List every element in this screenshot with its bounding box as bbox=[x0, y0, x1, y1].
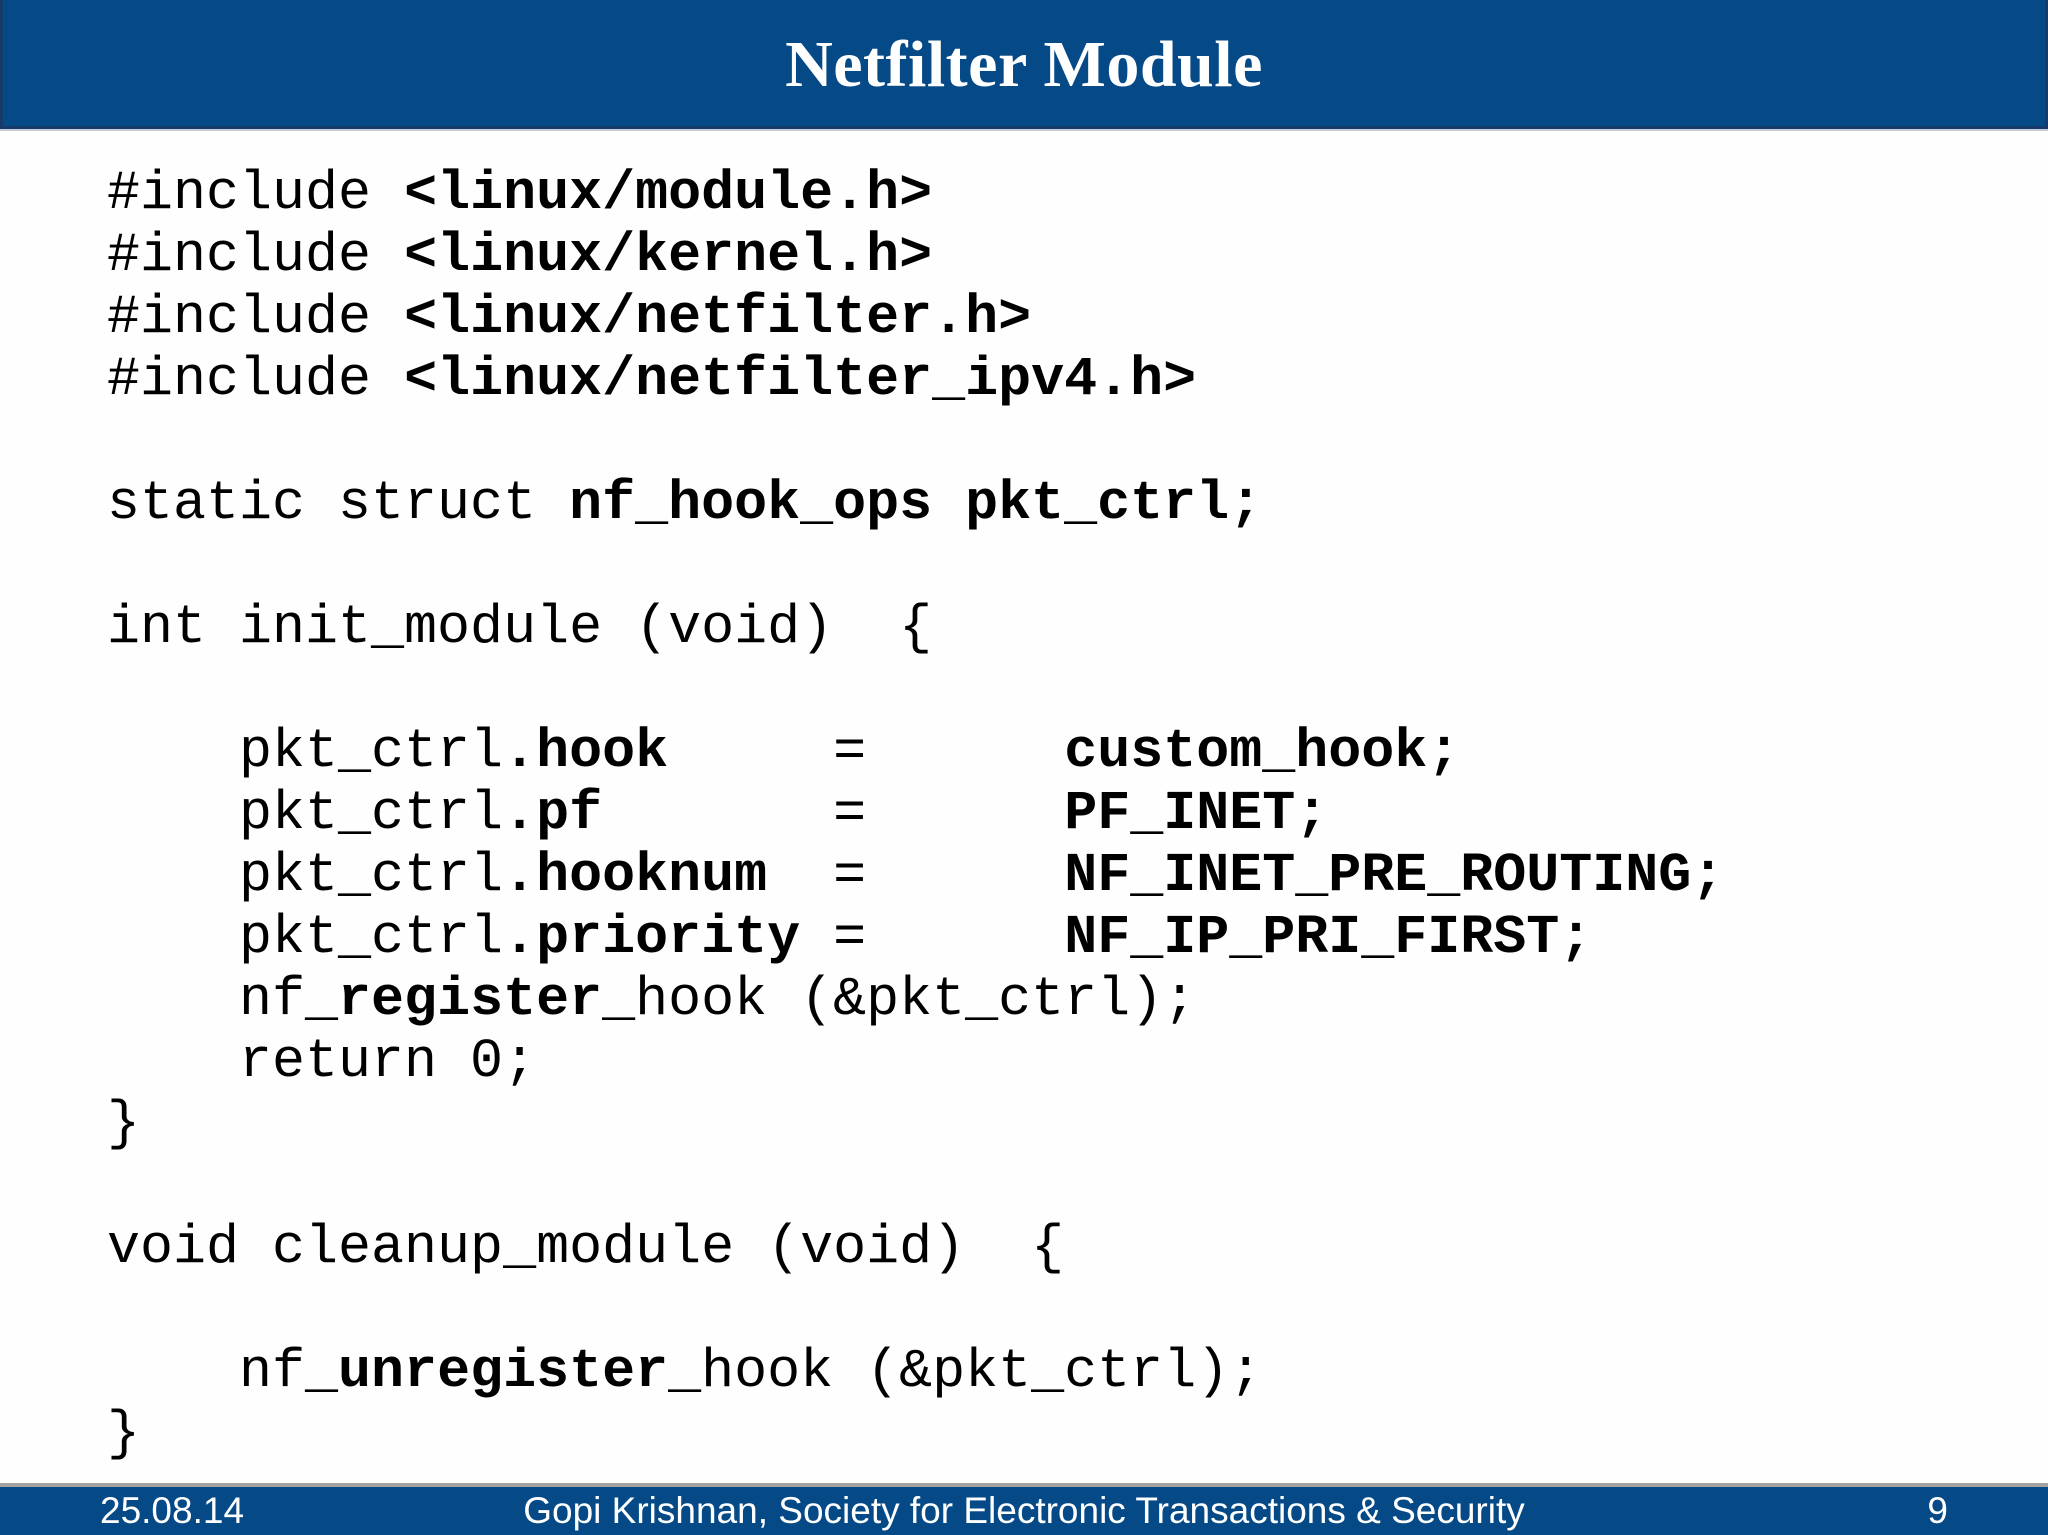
code-segment: = bbox=[767, 844, 1065, 907]
code-segment: } bbox=[107, 1402, 141, 1465]
code-segment: #include bbox=[107, 348, 405, 411]
code-segment-bold: PF_INET; bbox=[1064, 782, 1329, 845]
code-segment: = bbox=[668, 720, 1065, 783]
code-segment: return 0; bbox=[107, 1030, 537, 1093]
code-line: nf_register_hook (&pkt_ctrl); bbox=[107, 969, 1724, 1031]
code-line: pkt_ctrl.pf = PF_INET; bbox=[107, 783, 1724, 845]
footer-bar: 25.08.14 Gopi Krishnan, Society for Elec… bbox=[0, 1487, 2048, 1535]
code-line: #include <linux/module.h> bbox=[107, 163, 1724, 225]
footer-credit: Gopi Krishnan, Society for Electronic Tr… bbox=[523, 1490, 1525, 1531]
code-segment-bold: register bbox=[338, 968, 603, 1031]
code-line bbox=[107, 659, 1724, 721]
code-segment: pkt_ctrl bbox=[107, 782, 504, 845]
code-segment: #include bbox=[107, 162, 405, 225]
code-segment: nf_ bbox=[107, 968, 339, 1031]
code-line: #include <linux/kernel.h> bbox=[107, 225, 1724, 287]
code-segment-bold: <linux/kernel.h> bbox=[404, 224, 933, 287]
code-segment: pkt_ctrl bbox=[107, 906, 504, 969]
code-segment-bold: custom_hook; bbox=[1064, 720, 1461, 783]
code-line: int init_module (void) { bbox=[107, 597, 1724, 659]
code-line bbox=[107, 1279, 1724, 1341]
code-segment: nf_ bbox=[107, 1340, 339, 1403]
code-segment-bold: .hooknum bbox=[503, 844, 768, 907]
footer-divider bbox=[0, 1483, 2048, 1487]
code-segment-bold: .priority bbox=[503, 906, 801, 969]
code-segment: _hook (&pkt_ctrl); bbox=[668, 1340, 1263, 1403]
code-line: #include <linux/netfilter.h> bbox=[107, 287, 1724, 349]
code-line: pkt_ctrl.hooknum = NF_INET_PRE_ROUTING; bbox=[107, 845, 1724, 907]
code-segment-bold: <linux/module.h> bbox=[404, 162, 933, 225]
code-line bbox=[107, 1155, 1724, 1217]
title-bar: Netfilter Module bbox=[0, 0, 2048, 131]
code-segment: #include bbox=[107, 224, 405, 287]
code-segment-bold: <linux/netfilter.h> bbox=[404, 286, 1032, 349]
code-segment-bold: NF_IP_PRI_FIRST; bbox=[1064, 906, 1593, 969]
code-segment: int init_module (void) { bbox=[107, 596, 933, 659]
code-line bbox=[107, 411, 1724, 473]
code-line bbox=[107, 535, 1724, 597]
code-segment: #include bbox=[107, 286, 405, 349]
code-segment: void cleanup_module (void) { bbox=[107, 1216, 1065, 1279]
code-line: nf_unregister_hook (&pkt_ctrl); bbox=[107, 1341, 1724, 1403]
code-segment: = bbox=[602, 782, 1065, 845]
code-segment-bold: nf_hook_ops pkt_ctrl; bbox=[569, 472, 1263, 535]
code-line: void cleanup_module (void) { bbox=[107, 1217, 1724, 1279]
code-segment: _hook (&pkt_ctrl); bbox=[602, 968, 1197, 1031]
footer-date: 25.08.14 bbox=[100, 1490, 245, 1531]
slide-content: #include <linux/module.h>#include <linux… bbox=[0, 131, 2048, 1483]
code-segment: = bbox=[800, 906, 1065, 969]
code-line: static struct nf_hook_ops pkt_ctrl; bbox=[107, 473, 1724, 535]
slide-title: Netfilter Module bbox=[785, 27, 1263, 101]
code-segment: } bbox=[107, 1092, 141, 1155]
code-segment: pkt_ctrl bbox=[107, 844, 504, 907]
code-line: } bbox=[107, 1403, 1724, 1465]
code-segment-bold: .pf bbox=[503, 782, 603, 845]
code-block: #include <linux/module.h>#include <linux… bbox=[107, 163, 1724, 1465]
footer-page-number: 9 bbox=[1927, 1490, 1948, 1531]
code-segment: static struct bbox=[107, 472, 570, 535]
code-line: pkt_ctrl.hook = custom_hook; bbox=[107, 721, 1724, 783]
code-line: pkt_ctrl.priority = NF_IP_PRI_FIRST; bbox=[107, 907, 1724, 969]
code-line: return 0; bbox=[107, 1031, 1724, 1093]
code-segment-bold: unregister bbox=[338, 1340, 669, 1403]
code-line: } bbox=[107, 1093, 1724, 1155]
code-segment: pkt_ctrl bbox=[107, 720, 504, 783]
code-segment-bold: NF_INET_PRE_ROUTING; bbox=[1064, 844, 1725, 907]
code-segment-bold: <linux/netfilter_ipv4.h> bbox=[404, 348, 1197, 411]
code-segment-bold: .hook bbox=[503, 720, 669, 783]
code-line: #include <linux/netfilter_ipv4.h> bbox=[107, 349, 1724, 411]
